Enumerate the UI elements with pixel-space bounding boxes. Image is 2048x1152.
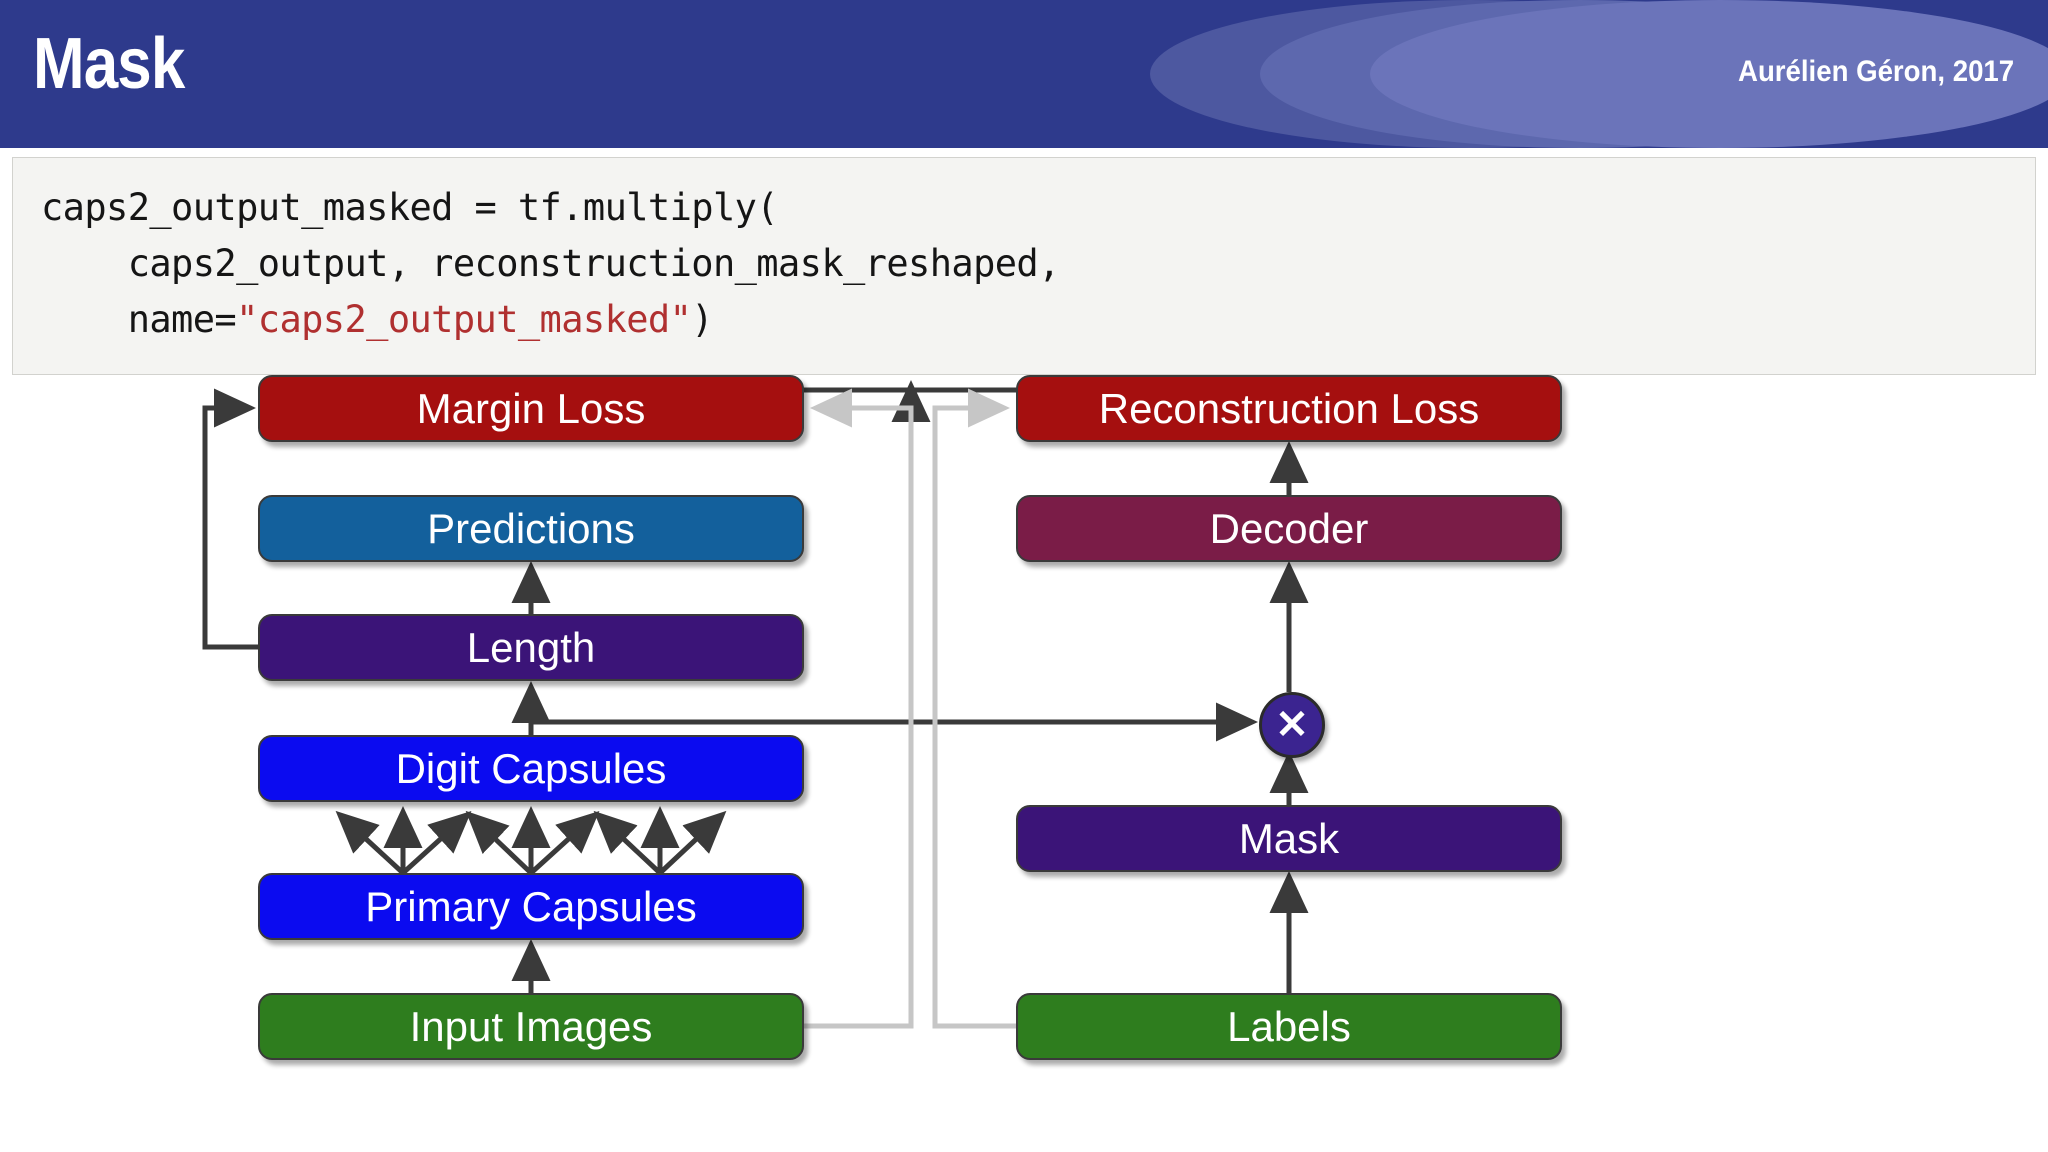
node-label: Predictions [427, 504, 635, 552]
node-length[interactable]: Length [258, 614, 804, 681]
code-line-3-suffix: ) [691, 298, 713, 341]
node-label: Length [466, 623, 596, 671]
node-label: Primary Capsules [365, 882, 697, 930]
header-divider [0, 148, 2048, 152]
multiply-icon: ✕ [1275, 703, 1309, 747]
page-title: Mask [33, 24, 185, 104]
node-predictions[interactable]: Predictions [258, 495, 804, 562]
node-input-images[interactable]: Input Images [258, 993, 804, 1060]
capsule-routing-arrows [335, 805, 727, 875]
code-text: caps2_output_masked = tf.multiply( caps2… [41, 180, 1060, 348]
node-label: Mask [1238, 814, 1340, 862]
code-string-literal: "caps2_output_masked" [236, 298, 692, 341]
node-reconstruction-loss[interactable]: Reconstruction Loss [1016, 375, 1562, 442]
slide-header: Mask Aurélien Géron, 2017 [0, 0, 2048, 148]
node-label: Labels [1227, 1002, 1351, 1050]
node-labels[interactable]: Labels [1016, 993, 1562, 1060]
code-block: caps2_output_masked = tf.multiply( caps2… [12, 157, 2036, 375]
code-line-3-prefix: name= [41, 298, 237, 341]
author-credit: Aurélien Géron, 2017 [1737, 55, 2014, 88]
node-label: Margin Loss [416, 384, 646, 432]
header-decoration-ellipse-1 [1150, 0, 1790, 148]
node-label: Input Images [409, 1002, 653, 1050]
node-decoder[interactable]: Decoder [1016, 495, 1562, 562]
node-label: Digit Capsules [395, 744, 667, 792]
code-line-2: caps2_output, reconstruction_mask_reshap… [41, 242, 1061, 285]
code-line-1: caps2_output_masked = tf.multiply( [41, 186, 779, 229]
node-label: Decoder [1209, 504, 1369, 552]
node-mask[interactable]: Mask [1016, 805, 1562, 872]
node-primary-capsules[interactable]: Primary Capsules [258, 873, 804, 940]
node-label: Reconstruction Loss [1098, 384, 1480, 432]
capsnet-architecture-diagram: Margin Loss Predictions Length Digit Cap… [0, 375, 2048, 1152]
node-margin-loss[interactable]: Margin Loss [258, 375, 804, 442]
node-digit-capsules[interactable]: Digit Capsules [258, 735, 804, 802]
multiply-node[interactable]: ✕ [1259, 692, 1325, 758]
